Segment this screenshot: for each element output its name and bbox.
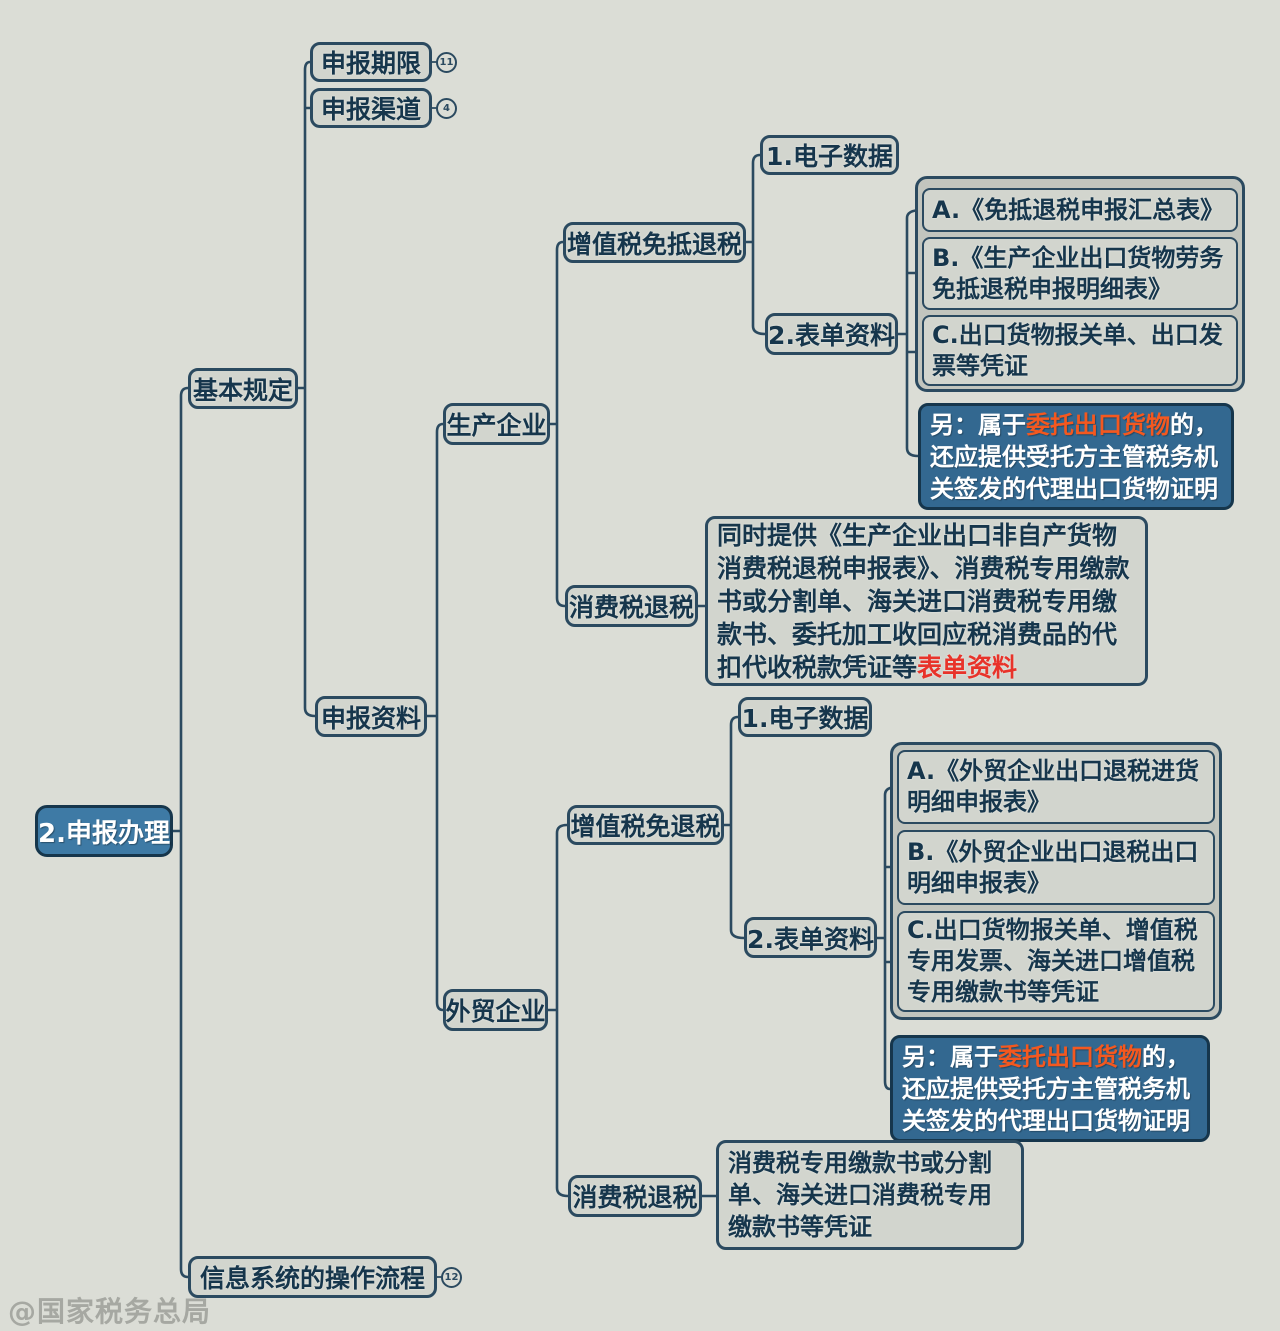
connector-forms1-trunk [896,208,924,458]
node-form-materials-2: 2.表单资料 [744,917,877,958]
form-item-a-foreign: A.《外贸企业出口退税进货明细申报表》 [897,750,1215,824]
node-root: 2.申报办理 [35,805,173,857]
node-consumption-tax-refund-foreign: 消费税退税 [568,1175,702,1217]
connector-materials-trunk [425,422,445,1012]
node-vat-exempt-refund: 增值税免退税 [567,805,724,845]
note-entrusted-export-foreign: 另：属于委托出口货物的，还应提供受托方主管税务机关签发的代理出口货物证明 [890,1035,1210,1142]
connector-foreign-trunk [546,823,570,1198]
note-text: 另：属于委托出口货物的，还应提供受托方主管税务机关签发的代理出口货物证明 [902,1042,1190,1135]
connector-forms2-trunk [875,785,899,1091]
note-highlight: 委托出口货物 [998,1042,1142,1071]
node-consumption-tax-refund-production: 消费税退税 [565,585,698,627]
badge-channel-count: 4 [436,98,457,119]
node-declaration-materials: 申报资料 [315,696,427,737]
consumption-tax-detail-production: 同时提供《生产企业出口非自产货物消费税退税申报表》、消费税专用缴款书或分割单、海… [705,516,1148,686]
connector-vat1-trunk [744,153,767,336]
consumption-tax-detail-foreign: 消费税专用缴款书或分割单、海关进口消费税专用缴款书等凭证 [716,1140,1024,1250]
watermark-source: @国家税务总局 [8,1295,212,1328]
badge-deadline-count: 11 [436,52,457,73]
node-declaration-deadline: 申报期限 [310,42,432,82]
form-item-a-production: A.《免抵退税申报汇总表》 [922,188,1238,232]
connector-root-trunk [171,386,190,1279]
form-item-c-production: C.出口货物报关单、出口发票等凭证 [922,315,1238,386]
node-info-system-process: 信息系统的操作流程 [188,1256,437,1298]
note-text: 另：属于委托出口货物的，还应提供受托方主管税务机关签发的代理出口货物证明 [930,410,1218,503]
form-item-b-production: B.《生产企业出口货物劳务免抵退税申报明细表》 [922,237,1238,310]
node-basic-rules: 基本规定 [188,368,298,409]
consumption-detail-text: 同时提供《生产企业出口非自产货物消费税退税申报表》、消费税专用缴款书或分割单、海… [717,520,1130,682]
node-production-enterprise: 生产企业 [443,403,550,445]
form-item-c-foreign: C.出口货物报关单、增值税专用发票、海关进口增值税专用缴款书等凭证 [897,911,1215,1012]
node-electronic-data-1: 1.电子数据 [760,135,899,175]
form-item-b-foreign: B.《外贸企业出口退税出口明细申报表》 [897,830,1215,905]
badge-info-system-count: 12 [441,1267,462,1288]
connector-vat2-trunk [722,715,746,940]
note-entrusted-export-production: 另：属于委托出口货物的，还应提供受托方主管税务机关签发的代理出口货物证明 [918,403,1234,510]
connector-production-trunk [548,240,567,608]
connector-basic-trunk [296,60,317,718]
connector-badge-stubs [431,61,442,1278]
node-electronic-data-2: 1.电子数据 [738,697,872,737]
node-declaration-channel: 申报渠道 [310,88,432,128]
note-highlight: 委托出口货物 [1026,410,1170,439]
node-form-materials-1: 2.表单资料 [765,313,898,355]
node-foreign-trade-enterprise: 外贸企业 [443,989,548,1031]
consumption-detail-highlight: 表单资料 [917,652,1018,682]
node-vat-exempt-credit-refund: 增值税免抵退税 [563,222,746,263]
